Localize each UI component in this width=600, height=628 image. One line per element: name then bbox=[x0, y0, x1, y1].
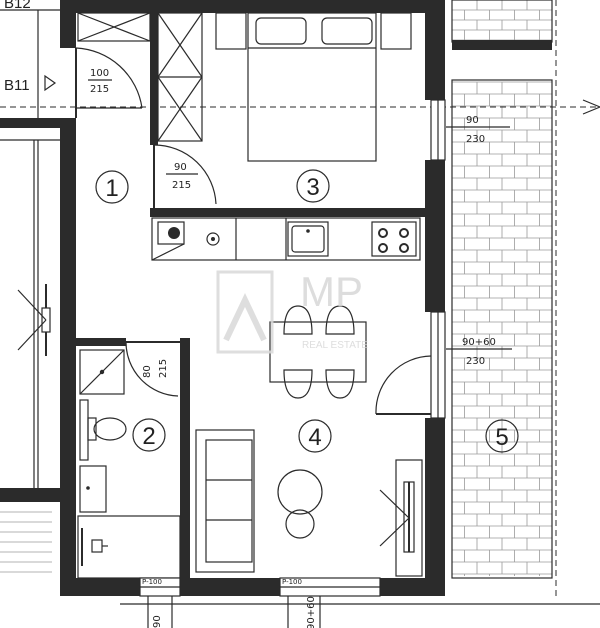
level-label-mid: B11 bbox=[4, 77, 30, 94]
entrance-width: 100 bbox=[90, 68, 109, 79]
room-3-marker: 3 bbox=[296, 169, 330, 203]
coffee-table bbox=[277, 469, 323, 539]
left-neighbour bbox=[0, 9, 60, 488]
bottom-dim-right: 90+60 bbox=[306, 596, 317, 628]
kitchen-counter bbox=[151, 217, 421, 261]
closet-height: 215 bbox=[172, 180, 191, 191]
room-5-number: 5 bbox=[495, 424, 508, 451]
bedroom-window-height: 230 bbox=[466, 134, 485, 145]
bottom-left-hatch bbox=[0, 511, 52, 573]
room-4-number: 4 bbox=[308, 424, 321, 451]
room-1-marker: 1 bbox=[95, 170, 129, 204]
closet-door bbox=[153, 144, 217, 208]
section-arrow bbox=[582, 99, 600, 115]
bathroom-fixtures bbox=[77, 349, 181, 579]
level-arrow-icon bbox=[44, 74, 57, 92]
top-right-hatch bbox=[451, 0, 552, 41]
balcony-tiles bbox=[451, 81, 552, 576]
balcony-door-width: 90+60 bbox=[462, 337, 496, 348]
level-label-top: B12 bbox=[4, 0, 31, 12]
bed bbox=[215, 12, 412, 162]
balcony-door bbox=[375, 311, 446, 419]
bottom-dim-left: 90 bbox=[152, 615, 163, 628]
balcony-door-height: 230 bbox=[466, 356, 485, 367]
watermark: MP REAL ESTATE bbox=[216, 268, 368, 354]
watermark-tagline: REAL ESTATE bbox=[302, 340, 368, 351]
bedroom-window-width: 90 bbox=[466, 115, 479, 126]
dining-table bbox=[269, 305, 367, 399]
window-tag-left: P-100 bbox=[142, 578, 162, 586]
entrance-door bbox=[75, 47, 143, 118]
bathroom-width: 80 bbox=[142, 365, 153, 378]
closet-width: 90 bbox=[174, 162, 187, 173]
room-2-number: 2 bbox=[142, 423, 155, 450]
bathroom-door bbox=[125, 341, 180, 397]
bathroom-height: 215 bbox=[158, 359, 169, 378]
room-5-marker: 5 bbox=[485, 419, 519, 453]
wardrobe bbox=[77, 12, 203, 142]
bedroom-window bbox=[430, 99, 446, 161]
window-tag-right: P-100 bbox=[282, 578, 302, 586]
bottom-windows bbox=[120, 577, 600, 628]
balcony-outline bbox=[451, 79, 553, 579]
room-4-marker: 4 bbox=[298, 419, 332, 453]
room-1-number: 1 bbox=[105, 175, 118, 202]
living-window bbox=[379, 459, 423, 577]
watermark-logo: MP bbox=[300, 268, 363, 315]
room-2-marker: 2 bbox=[132, 418, 166, 452]
sofa bbox=[195, 429, 255, 573]
entrance-height: 215 bbox=[90, 84, 109, 95]
room-3-number: 3 bbox=[306, 174, 319, 201]
